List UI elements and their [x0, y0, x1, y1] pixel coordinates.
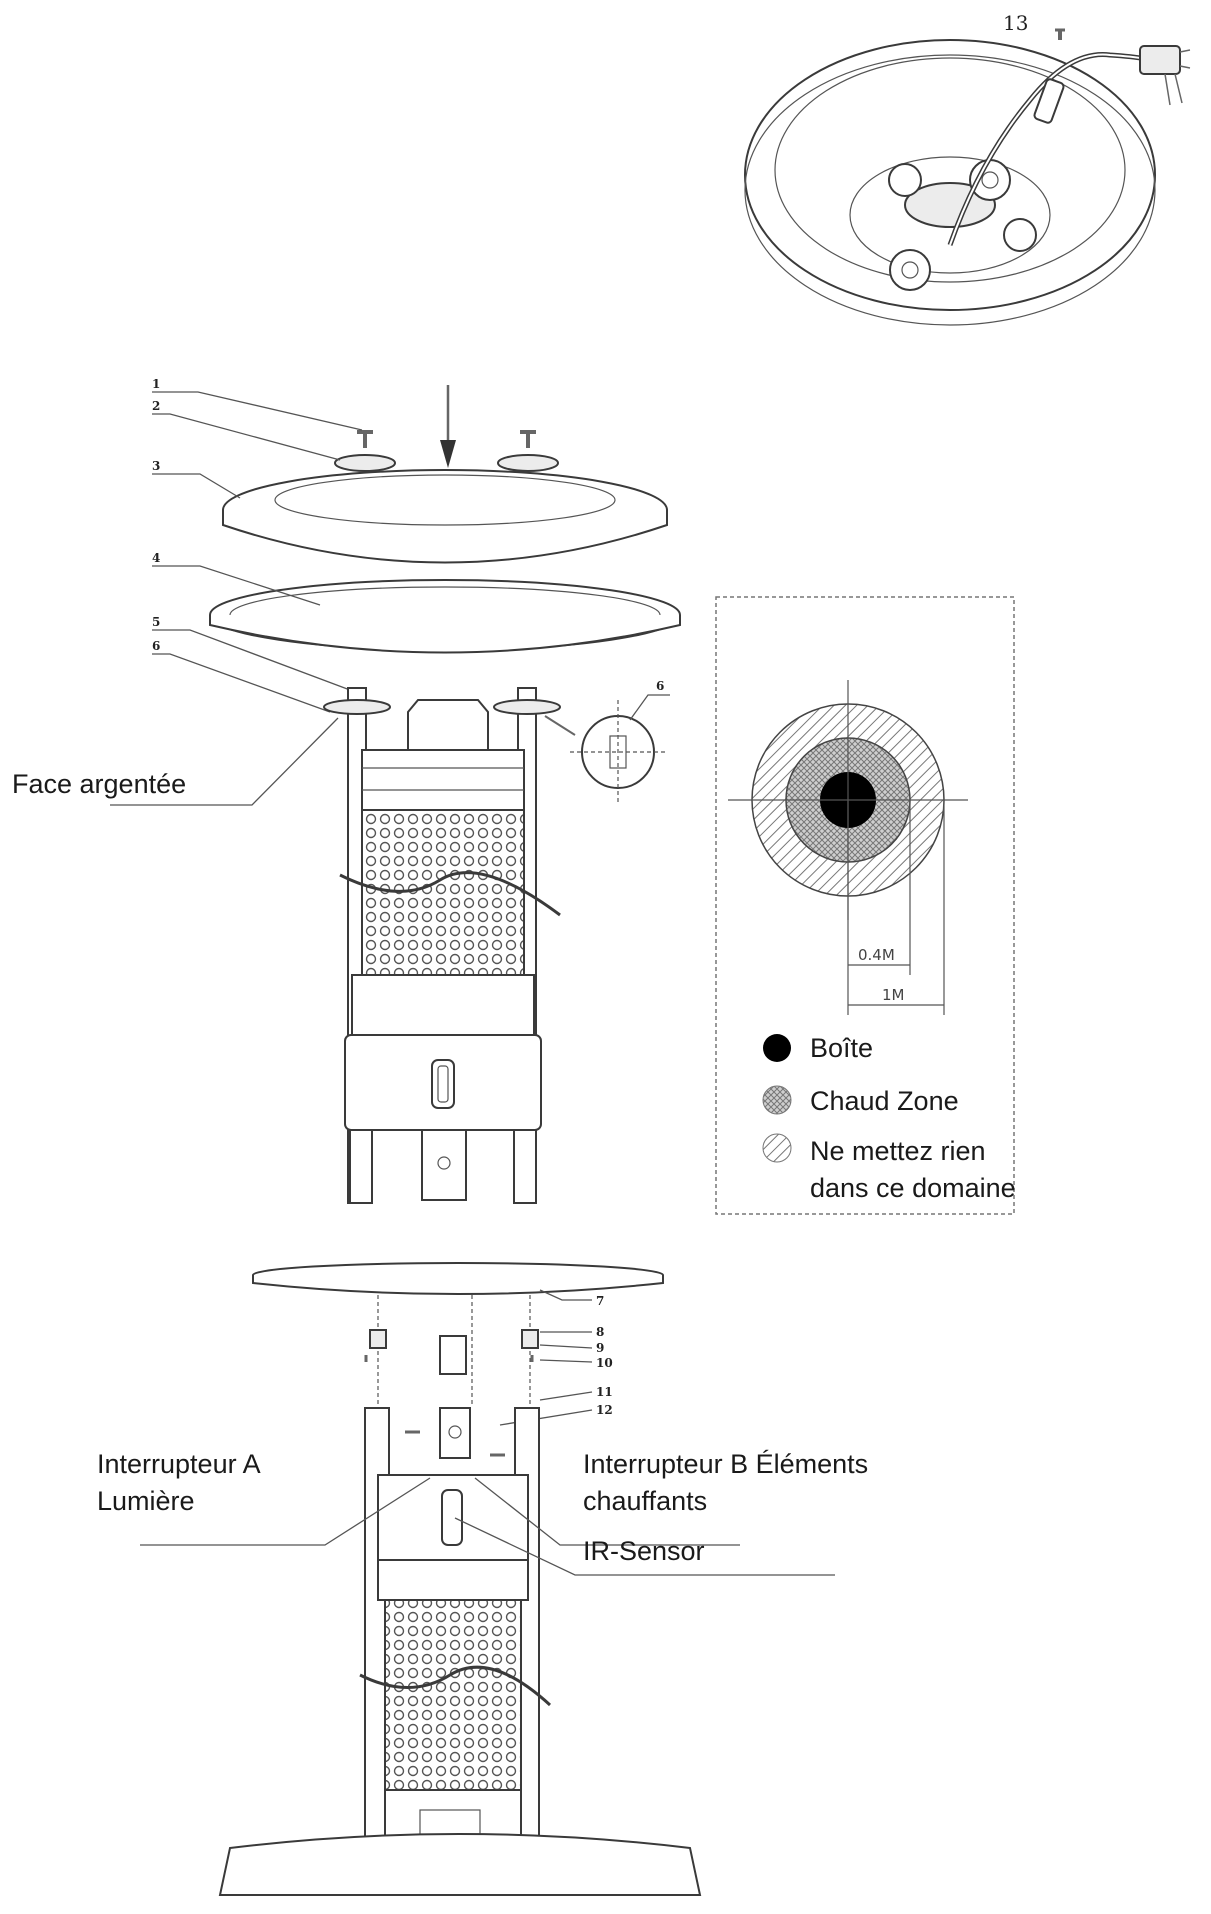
callout-silver-face-line [110, 717, 339, 806]
legend-box [715, 596, 1015, 1215]
part-number-1: 1 [152, 377, 160, 391]
detail-part-6 [544, 694, 670, 802]
callout-ir-sensor-line [454, 1517, 835, 1576]
dimension-outer: 1M [882, 986, 905, 1004]
top-screws [334, 430, 559, 472]
label-switch-a-1: Interrupteur A [97, 1449, 261, 1479]
callout-switch-a-line [140, 1477, 431, 1546]
part-number-5: 5 [152, 615, 160, 629]
part-number-10: 10 [596, 1356, 613, 1370]
part-number-13: 13 [1003, 11, 1028, 35]
label-switch-b-1: Interrupteur B Éléments [583, 1449, 869, 1479]
part-number-9: 9 [596, 1341, 604, 1355]
part-number-4: 4 [152, 551, 160, 565]
base-with-cable [744, 28, 1191, 326]
legend-label-keep-clear-1: Ne mettez rien [810, 1136, 986, 1166]
reflector-dish [209, 579, 681, 654]
heater-body-upper [323, 687, 561, 1204]
label-switch-b-2: chauffants [583, 1486, 708, 1516]
heater-body-lower [218, 1407, 702, 1896]
label-silver-face: Face argentée [12, 769, 187, 799]
legend-label-hot-zone: Chaud Zone [810, 1086, 959, 1116]
label-ir-sensor: IR-Sensor [583, 1536, 705, 1566]
part-number-7: 7 [596, 1294, 604, 1308]
part-number-6: 6 [152, 639, 160, 653]
solid-dot-icon [763, 1034, 791, 1062]
dimension-inner: 0.4M [858, 946, 895, 964]
insert-arrow [440, 385, 456, 468]
callout-switch-b-line [474, 1477, 740, 1546]
part-number-11: 11 [596, 1385, 613, 1399]
part-number-2: 2 [152, 399, 160, 413]
fixing-hardware [364, 1289, 593, 1426]
callout-lines-top [152, 391, 363, 713]
callout-6-label: 6 [656, 679, 664, 693]
diagonal-hatch-dot-icon [762, 1133, 792, 1163]
label-switch-a-2: Lumière [97, 1486, 195, 1516]
part-number-3: 3 [152, 459, 160, 473]
table-top [252, 1262, 664, 1295]
top-plate [222, 469, 668, 564]
safety-zone-diagram [728, 680, 968, 1015]
legend-label-keep-clear-2: dans ce domaine [810, 1173, 1016, 1203]
part-number-12: 12 [596, 1403, 613, 1417]
crosshatch-dot-icon [762, 1085, 792, 1115]
legend-label-box: Boîte [810, 1033, 874, 1063]
part-number-8: 8 [596, 1325, 604, 1339]
